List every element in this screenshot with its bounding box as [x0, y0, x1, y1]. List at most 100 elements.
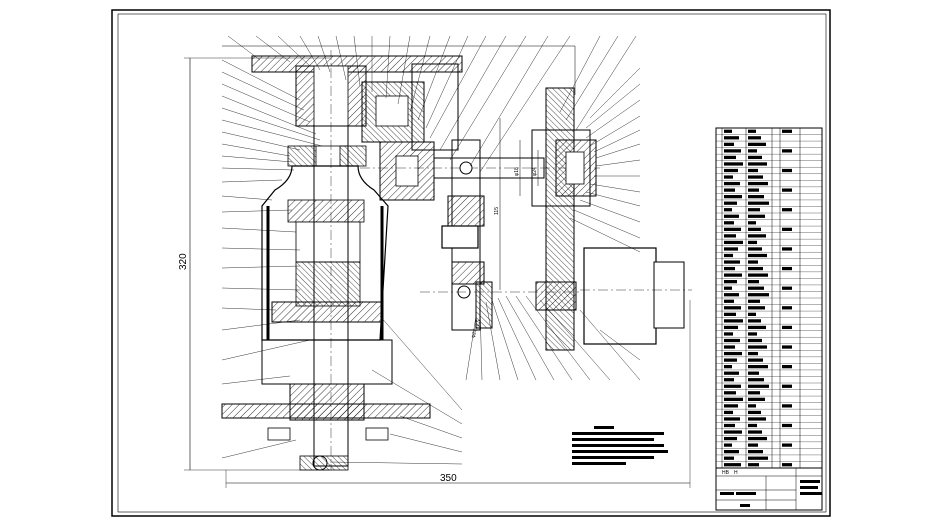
parts-list-cell-mark [748, 247, 762, 251]
parts-list-cell-mark [724, 162, 743, 166]
parts-list-cell-mark [782, 227, 792, 231]
parts-list-cell-mark [748, 240, 757, 245]
parts-list-cell-mark [724, 391, 736, 395]
title-block-label-1: HB [722, 470, 730, 476]
parts-list-cell-mark [748, 253, 767, 258]
parts-list-cell-mark [724, 142, 734, 146]
parts-list-cell-mark [724, 417, 740, 421]
parts-list-cell-mark [748, 443, 758, 447]
parts-list-cell-mark [748, 423, 757, 428]
parts-list-cell-mark [748, 149, 757, 153]
parts-list-cell-mark [782, 286, 792, 290]
parts-list-cell-mark [748, 195, 764, 199]
parts-list-cell-mark [748, 358, 763, 362]
parts-list-cell-mark [748, 306, 765, 310]
parts-list-cell-mark [748, 319, 761, 323]
parts-list-cell-mark [724, 266, 735, 271]
parts-list-cell-mark [782, 384, 792, 388]
bevel-gear-right [339, 145, 367, 167]
parts-list-cell-mark [724, 273, 742, 277]
parts-list-cell-mark [724, 253, 733, 258]
parts-list-cell-mark [724, 319, 743, 323]
parts-list-cell-mark [748, 260, 758, 264]
parts-list-cell-mark [724, 404, 738, 408]
parts-list-cell-mark [724, 430, 742, 434]
parts-list-cell-mark [782, 463, 792, 467]
parts-list-cell-mark [748, 293, 769, 297]
parts-list-cell-mark [724, 247, 738, 251]
spring-section [295, 261, 361, 307]
parts-list-cell-mark [724, 195, 742, 199]
parts-list-cell-mark [724, 299, 734, 303]
parts-list-cell-mark [724, 286, 732, 290]
parts-list-cell-mark [748, 378, 764, 382]
parts-list-cell-mark [782, 325, 792, 330]
shaft-dia-1-label: φ18 [514, 167, 520, 176]
parts-list-cell-mark [748, 136, 761, 140]
parts-list-cell-mark [724, 423, 735, 428]
parts-list-cell-mark [748, 456, 768, 460]
middle-gear-train: 115 φ24×1.5 [360, 63, 600, 339]
parts-list-cell-mark [748, 286, 764, 290]
parts-list-cell-mark [724, 450, 739, 454]
overall-width-dimension: 350 [225, 300, 691, 488]
parts-list-cell-mark [748, 312, 756, 316]
gear-housing-cover [411, 63, 459, 151]
title-block-label-2: H [734, 470, 738, 476]
right-lower-bearing [535, 281, 577, 311]
parts-list-cell-mark [748, 384, 769, 388]
lower-plate [475, 281, 493, 329]
parts-list-cell-mark [748, 162, 767, 166]
parts-list-cell-mark [782, 404, 792, 408]
parts-list-cell-mark [782, 129, 792, 133]
parts-list-cell-mark [748, 208, 760, 212]
parts-list-cell-mark [748, 129, 756, 133]
parts-list-cell-mark [782, 168, 792, 173]
parts-list-cell-mark [724, 384, 741, 388]
parts-list-cell-mark [724, 378, 734, 382]
intermediate-gear-bore [395, 155, 419, 187]
overall-height-label: 320 [178, 253, 189, 270]
parts-list-cell-mark [782, 188, 792, 192]
right-vertical-plate [545, 87, 575, 351]
parts-list-cell-mark [782, 306, 792, 310]
parts-list-cell-mark [724, 397, 743, 401]
parts-list-cell-mark [724, 188, 735, 192]
parts-list-cell-mark [724, 312, 736, 316]
parts-list-cell-mark [724, 240, 743, 245]
right-gear-hub-bore [565, 151, 585, 185]
parts-list-cell-mark [724, 306, 741, 310]
parts-list-cell-mark [748, 365, 768, 369]
base-bolt-left [267, 427, 291, 441]
parts-list-cell-mark [748, 410, 761, 415]
bevel-gear-left [287, 145, 317, 167]
parts-list-cell-mark [748, 188, 759, 192]
intermediate-bearing-bottom [451, 261, 485, 285]
parts-list-cell-mark [724, 149, 741, 153]
parts-list-cell-mark [748, 338, 762, 343]
parts-list-cell-mark [748, 201, 769, 205]
spacing-dim-label: 115 [494, 207, 500, 215]
parts-list-cell-mark [724, 443, 732, 447]
parts-list-table [715, 127, 823, 469]
parts-list-cell-mark [724, 168, 738, 173]
parts-list-cell-mark [748, 450, 763, 454]
gear-housing-inner [375, 95, 409, 127]
parts-list-cell-mark [724, 129, 732, 133]
sheet-outer-border [111, 9, 831, 517]
base-flange [221, 403, 431, 419]
parts-list-cell-mark [724, 175, 733, 179]
parts-list-cell-mark [748, 430, 762, 434]
parts-list-cell-mark [782, 266, 792, 271]
sheet-inner-border [117, 13, 827, 513]
overall-width-label: 350 [440, 473, 457, 484]
parts-list-cell-mark [724, 234, 736, 238]
parts-list-cell-mark [724, 221, 734, 225]
parts-list-cell-mark [748, 397, 765, 401]
parts-list-cell-mark [748, 227, 761, 231]
parts-list-cell-mark [724, 208, 732, 212]
parts-list-cell-mark [748, 221, 756, 225]
parts-list-cell-mark [748, 463, 759, 467]
bottom-nut [312, 455, 328, 471]
